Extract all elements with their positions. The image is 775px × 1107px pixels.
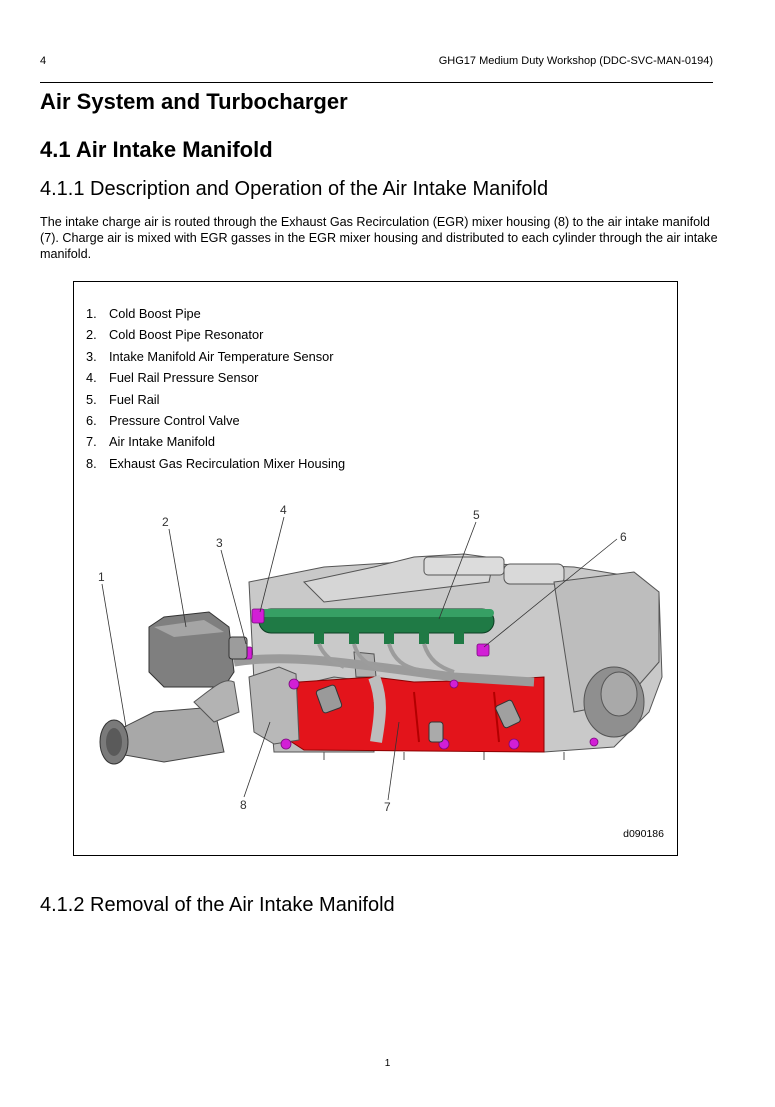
- legend-item: 4.Fuel Rail Pressure Sensor: [86, 370, 259, 386]
- footer-page-number: 1: [384, 1058, 391, 1069]
- legend-item: 2.Cold Boost Pipe Resonator: [86, 327, 264, 343]
- description-paragraph: The intake charge air is routed through …: [40, 215, 718, 262]
- subsection-title-description: 4.1.1 Description and Operation of the A…: [40, 178, 549, 200]
- legend-item: 8.Exhaust Gas Recirculation Mixer Housin…: [86, 455, 346, 471]
- legend-item: 5.Fuel Rail: [86, 391, 160, 407]
- callout-1: 1: [98, 570, 105, 584]
- page-header: 4 GHG17 Medium Duty Workshop (DDC-SVC-MA…: [40, 55, 713, 83]
- subsection-title-removal: 4.1.2 Removal of the Air Intake Manifold: [40, 894, 395, 916]
- callout-3: 3: [216, 536, 223, 550]
- fuel-rail-pressure-sensor: [251, 608, 265, 624]
- pressure-control-valve: [476, 643, 490, 657]
- callout-2: 2: [162, 515, 169, 529]
- cold-boost-pipe: [99, 680, 240, 765]
- callout-8: 8: [240, 798, 247, 812]
- fuel-rail: [258, 608, 495, 674]
- callout-5: 5: [473, 508, 480, 522]
- callout-7: 7: [384, 800, 391, 814]
- legend-item: 7.Air Intake Manifold: [86, 434, 215, 450]
- chapter-title: Air System and Turbocharger: [40, 89, 348, 114]
- legend-item: 3.Intake Manifold Air Temperature Sensor: [86, 348, 334, 364]
- engine-figure: 1.Cold Boost Pipe 2.Cold Boost Pipe Reso…: [73, 281, 678, 856]
- callout-6: 6: [620, 530, 627, 544]
- figure-legend: 1.Cold Boost Pipe 2.Cold Boost Pipe Reso…: [86, 306, 345, 477]
- header-page-number: 4: [40, 55, 47, 67]
- figure-id: d090186: [623, 828, 664, 840]
- section-title: 4.1 Air Intake Manifold: [40, 137, 273, 162]
- egr-mixer-housing: [248, 666, 300, 745]
- callout-4: 4: [280, 503, 287, 517]
- legend-item: 6.Pressure Control Valve: [86, 412, 240, 428]
- engine-illustration: 1 2 3 4 5 6 7 8: [98, 503, 663, 814]
- legend-item: 1.Cold Boost Pipe: [86, 306, 201, 321]
- header-document-title: GHG17 Medium Duty Workshop (DDC-SVC-MAN-…: [438, 55, 713, 67]
